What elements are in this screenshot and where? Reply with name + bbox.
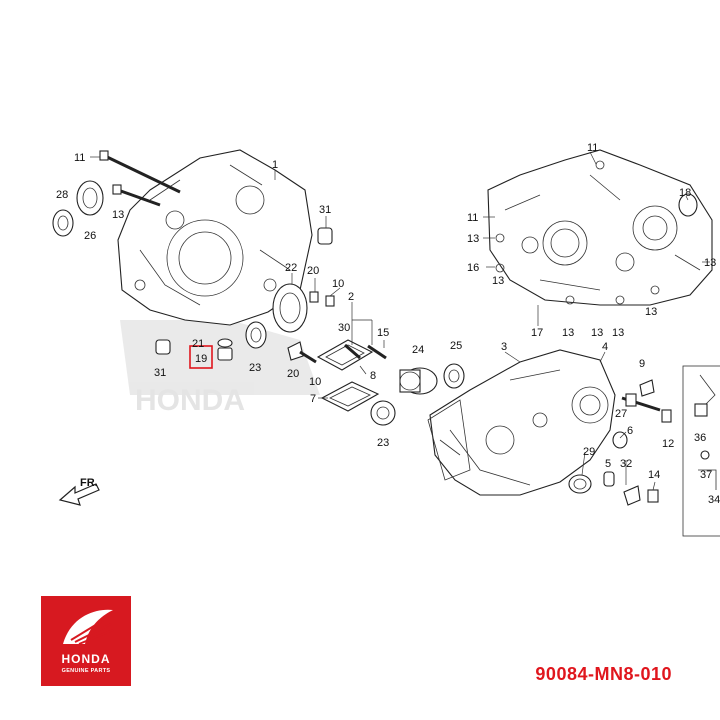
callout-17: 17 [531,327,543,339]
seal-26 [76,180,104,216]
callout-21: 21 [192,338,204,350]
callout-37: 37 [700,469,712,481]
front-direction-arrow: FR. [58,477,100,506]
callout-7: 7 [310,393,316,405]
callout-25: 25 [450,340,462,352]
front-direction-label: FR. [80,477,98,489]
gasket-8 [316,339,374,371]
callout-13-d: 13 [562,327,574,339]
seal-25 [443,363,465,389]
callout-13-b: 13 [492,275,504,287]
bearing-24 [399,367,438,395]
callout-16: 16 [467,262,479,274]
callout-13-c: 13 [704,257,716,269]
seal-28 [52,209,74,237]
callout-31-bottom: 31 [154,367,166,379]
svg-text:HONDA: HONDA [135,384,245,417]
callout-13-left: 13 [112,209,124,221]
plate-7 [320,381,380,412]
callout-36: 36 [694,432,706,444]
logo-tagline: GENUINE PARTS [61,668,111,674]
honda-genuine-parts-logo: HONDA GENUINE PARTS [41,596,131,686]
callout-13-f: 13 [612,327,624,339]
case-gasket [427,399,471,481]
callout-15: 15 [377,327,389,339]
callout-18: 18 [679,187,691,199]
callout-22: 22 [285,262,297,274]
bolt-30 [344,343,361,360]
callout-3: 3 [501,341,507,353]
callout-5: 5 [605,458,611,470]
bracket-20-lower [287,341,304,361]
bearing-23-center [370,400,396,426]
callout-32: 32 [620,458,632,470]
callout-28: 28 [56,189,68,201]
callout-11-top: 11 [587,142,598,154]
lever-6 [623,485,641,506]
callout-14: 14 [648,469,660,481]
left-crankcase [117,149,313,326]
bolt-11-left [99,150,181,194]
bearing-23-left [245,321,267,349]
callout-29: 29 [583,446,595,458]
seal-27 [612,431,628,449]
callout-1: 1 [272,159,278,171]
bolt-12 [661,409,672,423]
callout-31-top: 31 [319,204,331,216]
bolt-20-upper [309,291,319,303]
highlight-box-19 [189,345,213,369]
callout-13-a: 13 [467,233,479,245]
dowel-5 [603,471,615,487]
callout-11-left: 11 [74,152,85,164]
callout-12: 12 [662,438,674,450]
callout-27: 27 [615,408,627,420]
bearing-22 [272,283,308,333]
callout-9: 9 [639,358,645,370]
wing-icon [63,609,114,645]
right-crankcase [487,149,713,306]
bolt-10-lower [299,350,317,364]
callout-10-top: 10 [332,278,344,290]
callout-23-center: 23 [377,437,389,449]
leader-lines [90,151,710,491]
detail-inset [682,365,720,537]
callout-10-bottom: 10 [309,376,321,388]
callout-34: 34 [708,494,720,506]
callout-24: 24 [412,344,424,356]
callout-23-left: 23 [249,362,261,374]
dowel-pin-31-bottom [155,339,171,355]
bolt-15 [367,344,387,360]
seal-29 [568,474,592,494]
callout-4: 4 [602,341,608,353]
bolt-14 [647,489,659,503]
bearing-18 [678,193,698,217]
callout-8: 8 [370,370,376,382]
callout-2: 2 [348,291,354,303]
callout-labels: 11 1 28 13 26 31 22 20 10 2 30 15 21 19 … [56,142,720,506]
callout-13-g: 13 [645,306,657,318]
shaft-assembly-4 [621,393,661,412]
washer-21 [217,338,233,348]
callout-11-right: 11 [467,212,478,224]
spring-9 [639,379,655,397]
logo-wordmark: HONDA [61,652,111,666]
bolt-13-left [112,184,161,207]
callout-20-bottom: 20 [287,368,299,380]
bolt-10-upper [325,295,335,307]
callout-30: 30 [338,322,350,334]
dowel-pin-31-top [317,227,333,245]
part-number: 90084-MN8-010 [535,664,672,684]
callout-26: 26 [84,230,96,242]
callout-19: 19 [195,353,207,365]
callout-6: 6 [627,425,633,437]
right-crankcase-assembly [429,349,616,496]
callout-20-top: 20 [307,265,319,277]
plug-19 [217,347,233,361]
callout-13-e: 13 [591,327,603,339]
